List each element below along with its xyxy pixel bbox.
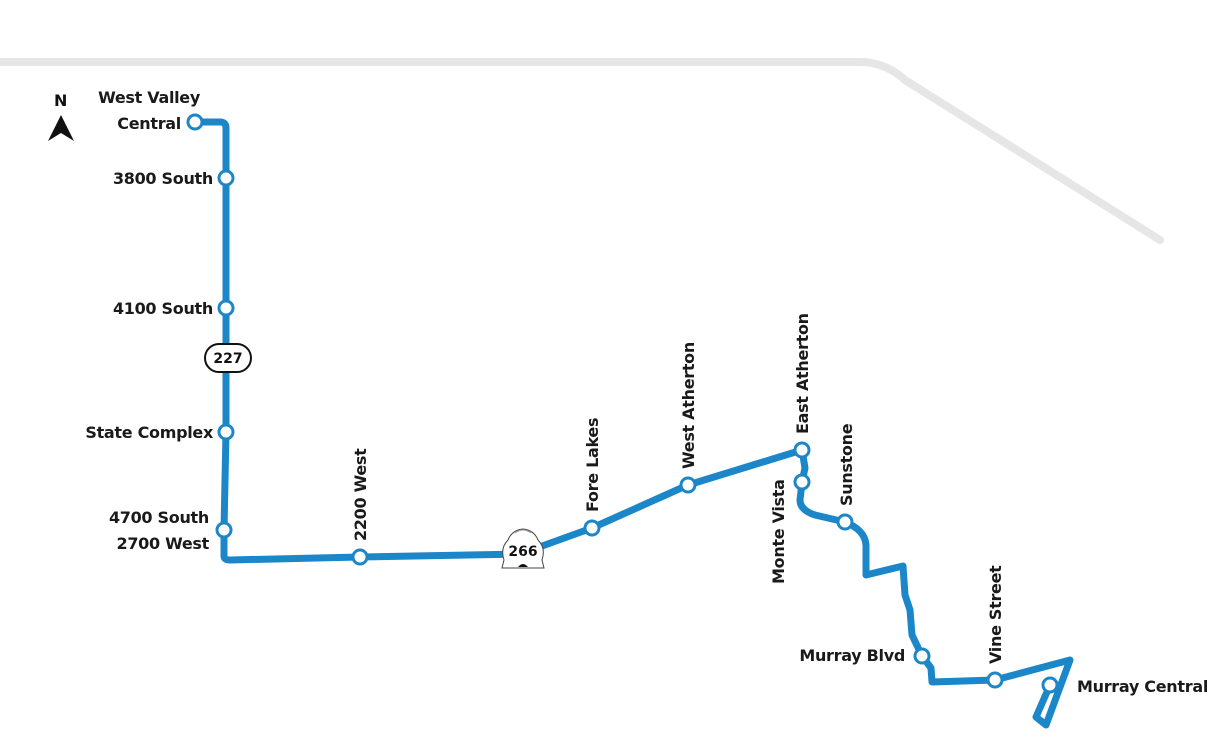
stop-murray-central[interactable]: Murray Central — [1041, 676, 1208, 696]
svg-text:Sunstone: Sunstone — [837, 423, 856, 506]
svg-text:West Valley: West Valley — [98, 88, 201, 107]
svg-text:227: 227 — [213, 351, 242, 367]
stop-monte-vista[interactable]: Monte Vista — [769, 473, 811, 584]
svg-text:Monte Vista: Monte Vista — [769, 479, 788, 584]
stop-east-atherton[interactable]: East Atherton — [793, 313, 812, 459]
stop-sunstone[interactable]: Sunstone — [836, 423, 856, 531]
svg-text:West Atherton: West Atherton — [679, 342, 698, 469]
svg-text:Fore Lakes: Fore Lakes — [583, 418, 602, 512]
svg-text:3800 South: 3800 South — [113, 169, 213, 188]
stop-2200-west[interactable]: 2200 West — [351, 448, 370, 566]
svg-text:State Complex: State Complex — [85, 423, 214, 442]
svg-text:266: 266 — [508, 544, 537, 560]
stop-4100-south[interactable]: 4100 South — [113, 299, 235, 318]
svg-text:East Atherton: East Atherton — [793, 313, 812, 434]
stop-west-atherton[interactable]: West Atherton — [679, 342, 698, 494]
stop-4700-south-2700-west[interactable]: 4700 South 2700 West — [109, 508, 233, 553]
svg-text:N: N — [54, 91, 67, 110]
stop-3800-south[interactable]: 3800 South — [113, 169, 235, 188]
stop-state-complex[interactable]: State Complex — [85, 423, 235, 442]
highway-shield-266: 266 — [501, 528, 545, 569]
background-road — [0, 58, 1164, 244]
highway-shield-227: 227 — [204, 343, 252, 373]
route-line[interactable] — [191, 118, 1074, 729]
svg-text:4100 South: 4100 South — [113, 299, 213, 318]
svg-text:Vine Street: Vine Street — [986, 565, 1005, 664]
svg-text:Murray Blvd: Murray Blvd — [799, 646, 905, 665]
svg-text:2700 West: 2700 West — [116, 534, 209, 553]
north-arrow-icon: N — [48, 91, 74, 141]
stop-fore-lakes[interactable]: Fore Lakes — [583, 418, 602, 537]
svg-text:Central: Central — [117, 114, 181, 133]
svg-text:2200 West: 2200 West — [351, 448, 370, 541]
svg-text:Murray Central: Murray Central — [1077, 677, 1208, 696]
stop-vine-street[interactable]: Vine Street — [986, 565, 1005, 689]
stop-murray-blvd[interactable]: Murray Blvd — [799, 646, 931, 665]
svg-text:4700 South: 4700 South — [109, 508, 209, 527]
stop-west-valley-central[interactable]: West Valley Central — [98, 88, 204, 133]
